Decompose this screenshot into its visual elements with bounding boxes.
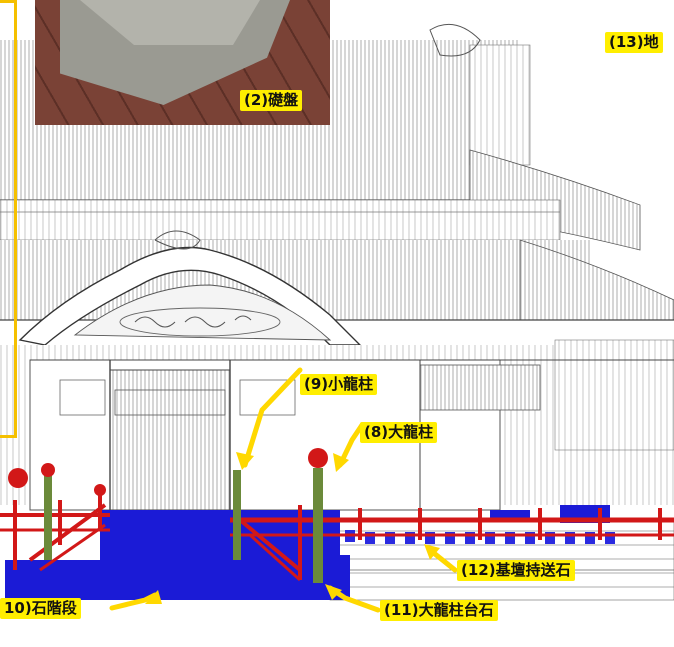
karahafu-gable — [18, 230, 362, 346]
arrow-to-stone-steps — [109, 592, 158, 611]
dragon-pillars — [8, 448, 328, 583]
bracket-band — [0, 199, 561, 241]
arrow-to-small-dragon-pillar — [242, 367, 303, 468]
label-small-dragon-pillar: (9)小龍柱 — [300, 374, 378, 395]
label-foundation-corbel: (12)基壇持送石 — [457, 560, 575, 581]
label-ground-13: (13)地 — [605, 32, 663, 53]
red-railings — [0, 495, 674, 582]
arrow-to-large-dragon-pillar — [337, 422, 365, 468]
facade — [0, 339, 674, 511]
label-stone-steps: 10)石階段 — [0, 598, 81, 619]
base-stone-photo — [35, 0, 330, 125]
left-inset-frame — [0, 0, 17, 438]
label-base-stone: (2)礎盤 — [240, 90, 303, 111]
label-large-dragon-pillar: (8)大龍柱 — [360, 422, 438, 443]
label-pillar-plinth: (11)大龍柱台石 — [380, 600, 498, 621]
